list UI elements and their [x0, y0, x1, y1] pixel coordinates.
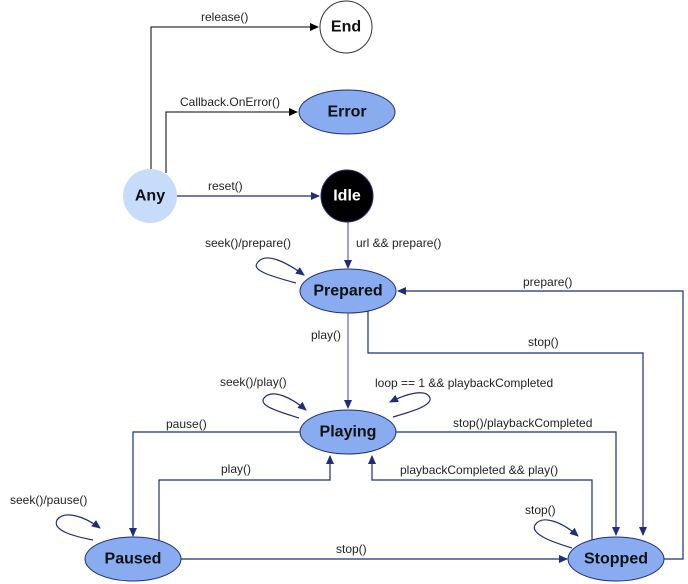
edge-label-seek-play: seek()/play()	[220, 375, 287, 389]
edge-any-to-idle: reset()	[177, 179, 320, 200]
state-error: Error	[298, 89, 396, 135]
edge-label-reset: reset()	[208, 179, 243, 193]
state-paused: Paused	[84, 536, 182, 582]
edge-label-seek-pause: seek()/pause()	[10, 493, 87, 507]
edge-prepared-to-playing: play()	[311, 313, 352, 409]
edge-prepared-to-stopped: stop()	[367, 311, 647, 536]
edge-label-prepare-from-stopped: prepare()	[523, 275, 572, 289]
state-playing: Playing	[299, 409, 397, 455]
edge-stopped-to-playing: playbackCompleted && play()	[368, 455, 593, 544]
state-stopped-label: Stopped	[584, 551, 648, 568]
edge-label-url-prepare: url && prepare()	[356, 236, 441, 250]
edge-prepared-self: seek()/prepare()	[205, 236, 305, 284]
edge-idle-to-prepared: url && prepare()	[344, 222, 441, 269]
state-end: End	[319, 0, 373, 54]
edge-paused-self: seek()/pause()	[10, 493, 101, 541]
edge-label-seek-prepare: seek()/prepare()	[205, 236, 291, 250]
edge-playing-to-paused: pause()	[129, 417, 300, 537]
edge-playing-to-stopped: stop()/playbackCompleted	[396, 416, 620, 536]
edge-playing-self-seek: seek()/play()	[220, 375, 307, 419]
edge-label-stop-playback: stop()/playbackCompleted	[453, 416, 592, 430]
edge-label-loop: loop == 1 && playbackCompleted	[375, 376, 553, 390]
edge-label-stop-prepared: stop()	[528, 335, 559, 349]
edge-paused-to-stopped: stop()	[181, 542, 568, 563]
state-stopped: Stopped	[567, 536, 665, 582]
edge-label-stop-self: stop()	[525, 503, 556, 517]
edge-stopped-self: stop()	[525, 503, 579, 549]
state-any: Any	[123, 169, 177, 223]
edge-label-playback-play: playbackCompleted && play()	[400, 463, 558, 477]
edge-stopped-to-prepared: prepare()	[397, 275, 684, 560]
edge-playing-self-loop: loop == 1 && playbackCompleted	[375, 376, 553, 418]
edge-label-play-1: play()	[311, 328, 341, 342]
edge-label-pause: pause()	[166, 417, 207, 431]
state-idle-label: Idle	[333, 188, 361, 205]
edge-any-to-error: Callback.OnError()	[165, 95, 298, 173]
state-prepared-label: Prepared	[313, 283, 382, 300]
state-idle: Idle	[320, 169, 374, 223]
state-paused-label: Paused	[105, 551, 162, 568]
state-error-label: Error	[327, 104, 366, 121]
edge-label-onerror: Callback.OnError()	[180, 95, 280, 109]
state-playing-label: Playing	[320, 424, 377, 441]
state-any-label: Any	[135, 188, 165, 205]
state-prepared: Prepared	[299, 268, 397, 314]
edge-any-to-end: release()	[150, 10, 319, 169]
edge-label-play-2: play()	[221, 462, 251, 476]
edge-label-release: release()	[201, 10, 248, 24]
edge-paused-to-playing: play()	[158, 455, 334, 540]
edge-label-stop-paused: stop()	[336, 542, 367, 556]
state-end-label: End	[331, 19, 361, 36]
